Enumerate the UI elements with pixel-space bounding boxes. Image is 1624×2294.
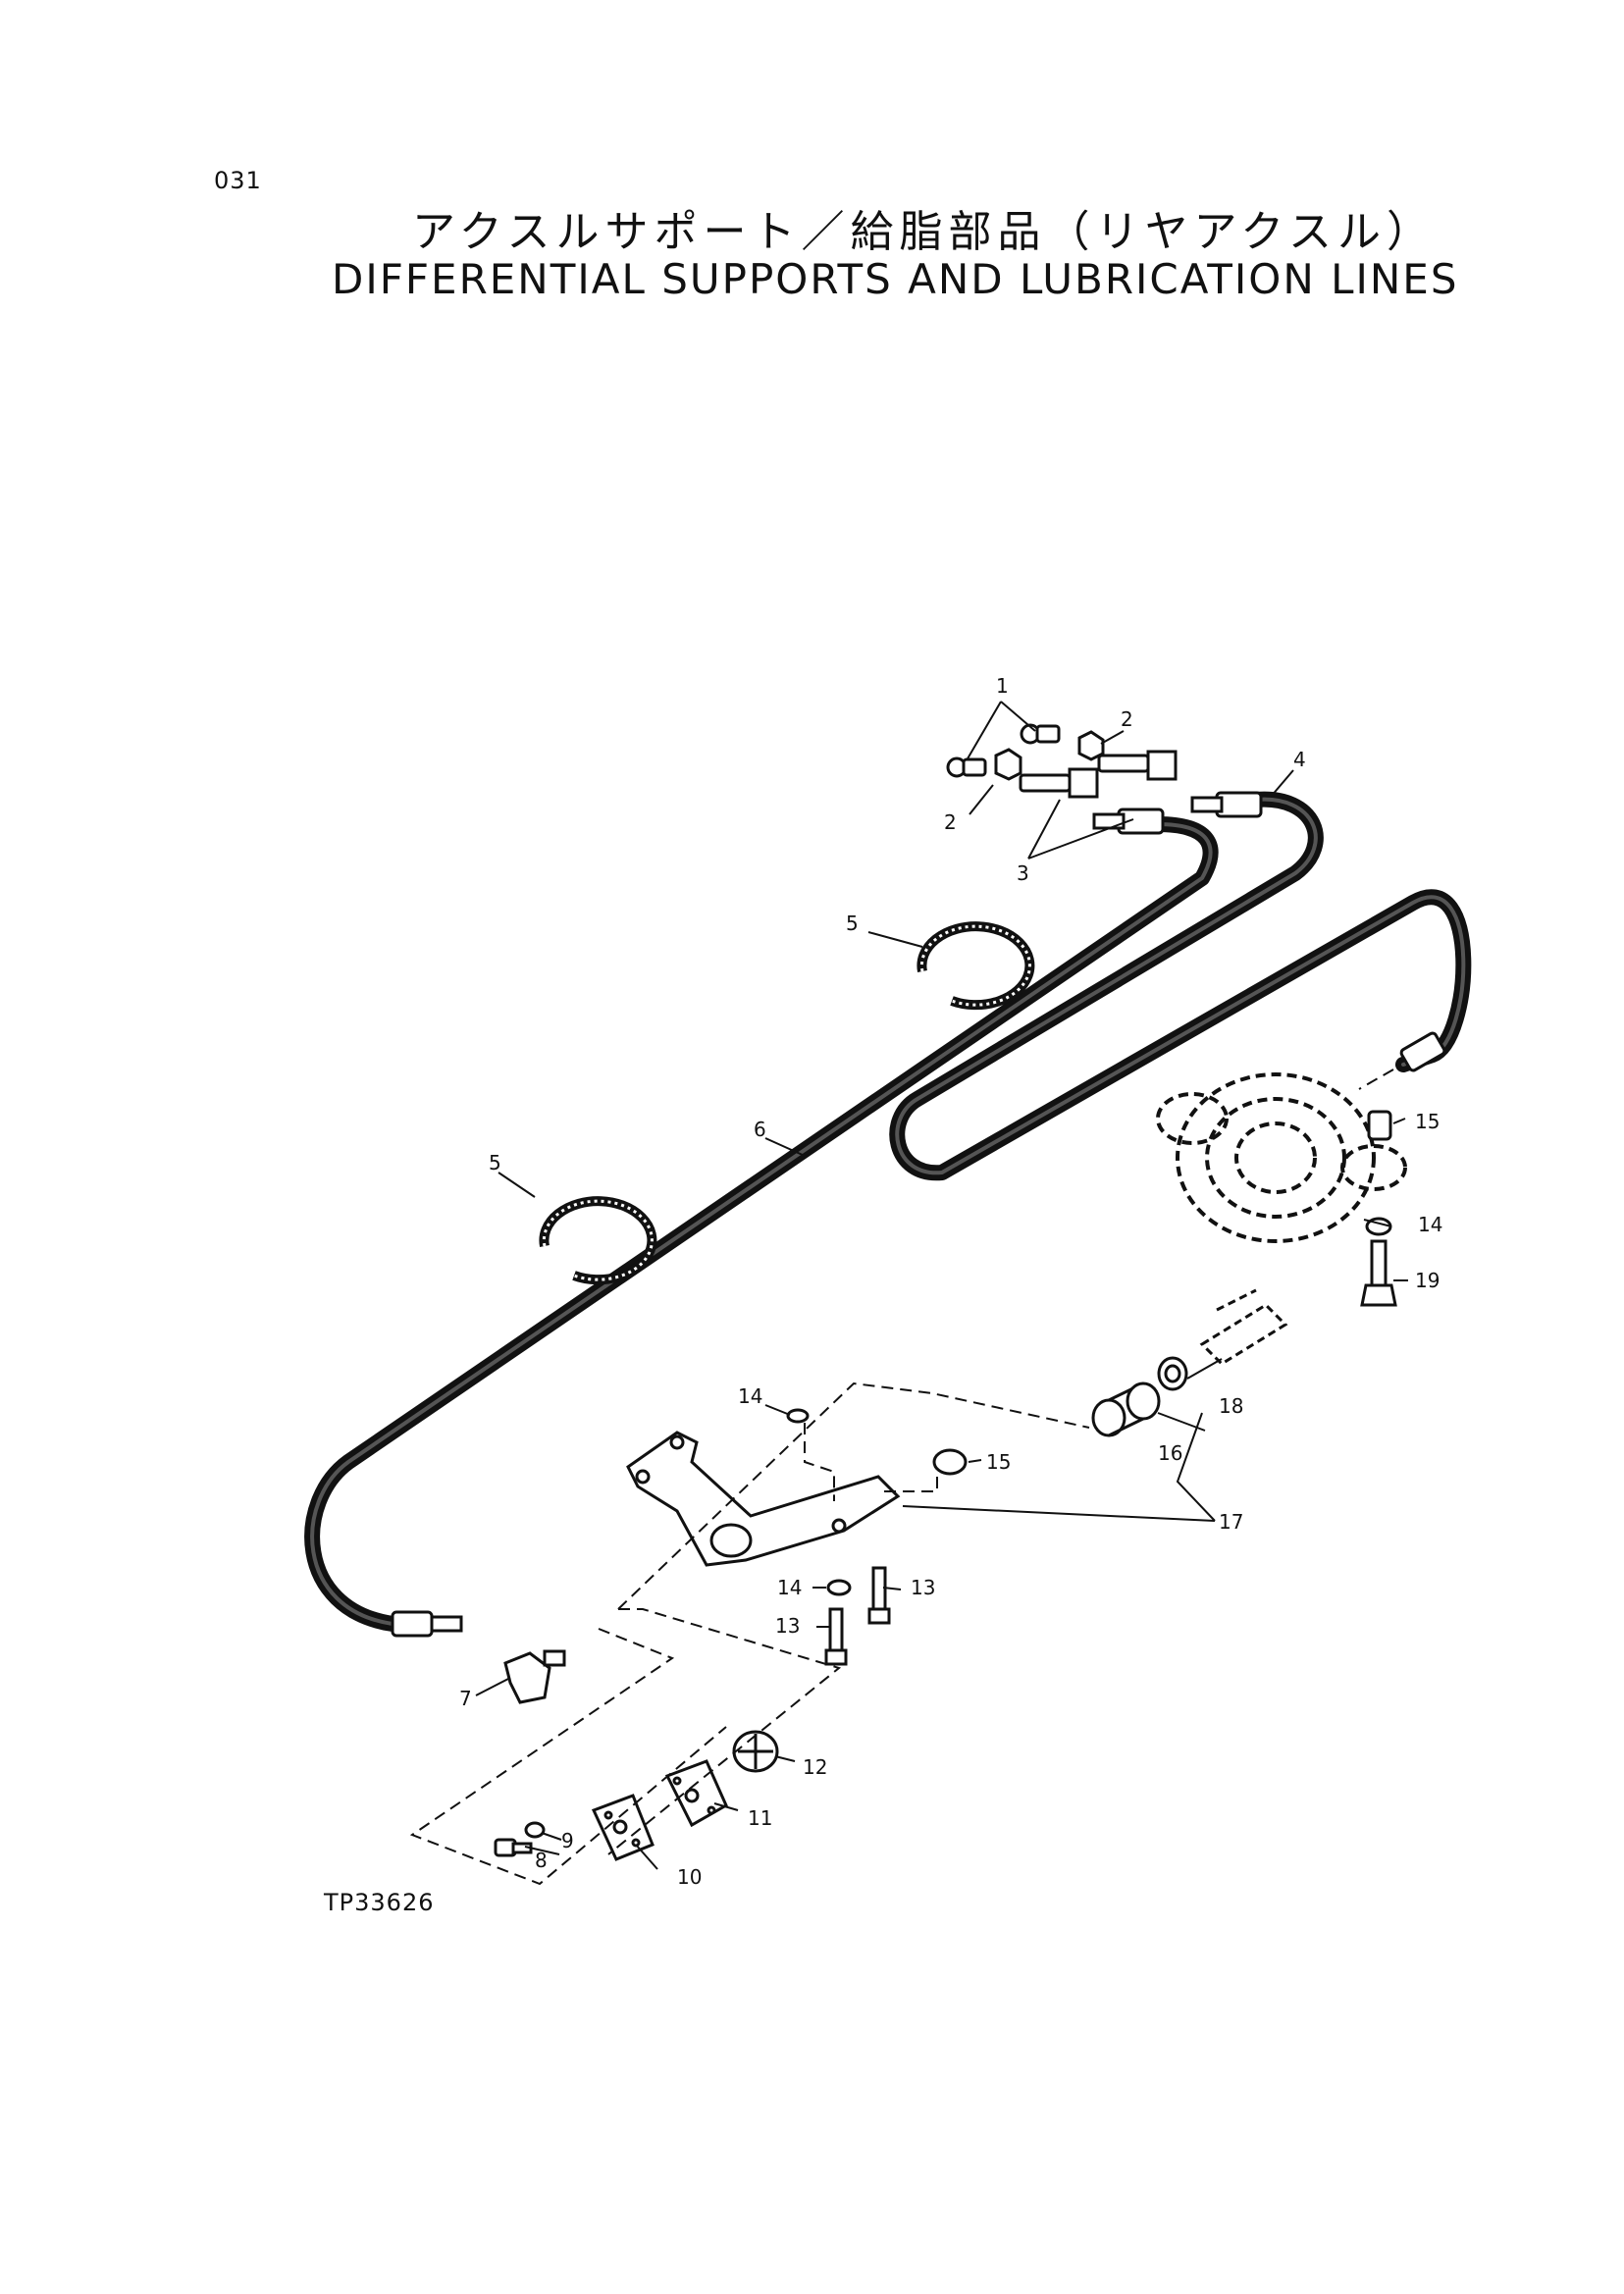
callout-6: 6 xyxy=(754,1118,766,1141)
callout-15-right: 15 xyxy=(1415,1110,1440,1133)
callout-8: 8 xyxy=(535,1849,548,1872)
spacer-15-center xyxy=(932,1448,968,1476)
washer-14-upper xyxy=(786,1408,810,1424)
snap-ring-lower xyxy=(539,1196,657,1285)
hose-fitting-top-4 xyxy=(1190,791,1263,818)
snap-ring-upper xyxy=(917,921,1035,1011)
callout-14-lower: 14 xyxy=(777,1576,802,1599)
hose-4 xyxy=(889,791,1472,1181)
callout-19: 19 xyxy=(1415,1269,1440,1292)
callout-1: 1 xyxy=(996,674,1009,698)
figure-code: TP33626 xyxy=(324,1889,435,1916)
callout-14-right: 14 xyxy=(1418,1213,1442,1236)
callout-12: 12 xyxy=(803,1755,827,1779)
assembly-lines xyxy=(409,1069,1394,1886)
callout-2-top: 2 xyxy=(1121,707,1133,731)
grease-fittings-group xyxy=(946,723,1178,799)
callout-4: 4 xyxy=(1293,748,1306,771)
title-japanese: アクスルサポート／給脂部品（リヤアクスル） xyxy=(412,207,1436,257)
callout-9: 9 xyxy=(561,1829,574,1852)
shaft-outline xyxy=(1199,1288,1288,1366)
bushing-18 xyxy=(1157,1356,1188,1391)
callout-7: 7 xyxy=(459,1687,472,1710)
callout-14-upper: 14 xyxy=(738,1384,762,1408)
washer-9 xyxy=(524,1821,546,1839)
callout-15-center: 15 xyxy=(986,1450,1011,1474)
bolt-19 xyxy=(1360,1239,1397,1307)
callout-16: 16 xyxy=(1158,1441,1182,1465)
plate-10 xyxy=(591,1794,655,1861)
page-number: 031 xyxy=(214,167,262,194)
bolt-13-left xyxy=(824,1607,848,1666)
callout-17: 17 xyxy=(1219,1510,1243,1534)
washer-14-lower xyxy=(826,1579,852,1596)
callout-5-lower: 5 xyxy=(489,1151,501,1174)
callout-18: 18 xyxy=(1219,1394,1243,1418)
plate-12 xyxy=(732,1730,779,1773)
plate-11 xyxy=(664,1759,728,1828)
leader-lines xyxy=(475,701,1408,1870)
callout-13-right: 13 xyxy=(911,1576,935,1599)
callout-labels: 1 2 2 3 4 5 5 6 7 8 9 10 11 12 13 13 14 … xyxy=(459,674,1442,1889)
callout-13-left: 13 xyxy=(775,1614,800,1638)
callout-3: 3 xyxy=(1017,861,1029,885)
title-english: DIFFERENTIAL SUPPORTS AND LUBRICATION LI… xyxy=(332,255,1459,303)
hose-fitting-bottom-6 xyxy=(391,1610,463,1638)
hose-fitting-end-4 xyxy=(1399,1031,1446,1072)
support-bracket-17 xyxy=(626,1431,901,1567)
spacer-15-right xyxy=(1367,1110,1392,1141)
elbow-fitting-7 xyxy=(503,1649,566,1704)
hose-6 xyxy=(304,816,1219,1632)
bolt-13-right xyxy=(867,1566,891,1625)
callout-11: 11 xyxy=(748,1806,772,1830)
callout-5-upper: 5 xyxy=(846,912,859,935)
callout-10: 10 xyxy=(677,1865,702,1889)
hose-fitting-top-6 xyxy=(1092,808,1165,835)
bushing-16 xyxy=(1091,1382,1161,1437)
callout-2-left: 2 xyxy=(944,810,957,834)
differential-housing-outline xyxy=(1156,1072,1407,1243)
